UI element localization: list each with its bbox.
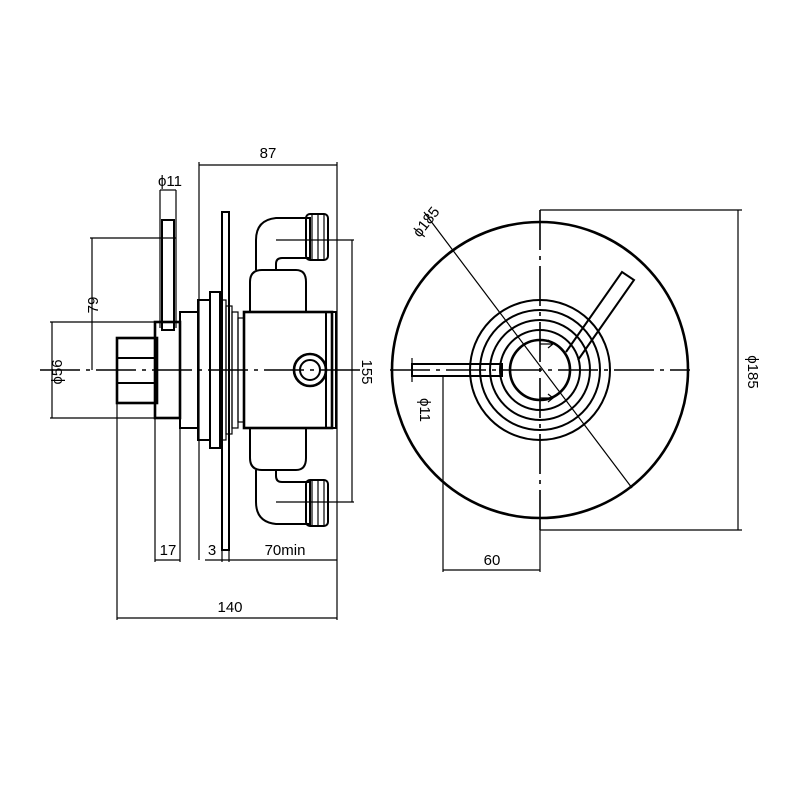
dimension-pin-diameter: ϕ11 [158,173,182,328]
dim-17-label: 17 [160,542,177,559]
upper-elbow [255,217,311,270]
upper-compression-nut [305,213,329,261]
dim-87-label: 87 [260,145,277,162]
side-outlet [292,352,328,388]
lower-elbow-base [249,428,307,471]
dimension-155: 155 [351,240,375,502]
knob-body [115,336,159,405]
wall-plate [221,211,230,551]
dimension-plate-vertical: ϕ185 [540,209,761,531]
lower-elbow [255,470,311,525]
side-view: 87 ϕ11 79 ϕ56 [40,145,375,620]
dimension-140: 140 [116,403,338,620]
dimension-79: 79 [85,237,176,370]
dim-3-label: 3 [208,542,216,559]
hub-arrow-bottom [540,393,554,403]
dim-pin-dia-label: ϕ11 [158,173,182,190]
dim-155-label: 155 [358,359,375,384]
handle-hub [508,338,572,402]
angled-lever [565,270,636,361]
dim-cap-dia-label: ϕ56 [49,359,66,384]
front-view: ϕ185 ϕ185 ϕ11 [390,204,761,572]
lever-pin [161,219,175,331]
upper-elbow-base [249,269,307,312]
dim-79-label: 79 [85,297,102,314]
dim-60-label: 60 [484,552,501,569]
dim-lever-dia-label: ϕ11 [416,398,433,422]
dimension-cap-diameter: ϕ56 [49,321,156,419]
cover-plate [390,220,690,520]
dimension-lever-diameter: ϕ11 [412,375,440,422]
dim-140-label: 140 [217,599,242,616]
dim-70min-label: 70min [265,542,306,559]
dimension-17: 17 [154,418,181,562]
dimension-60: 60 [442,376,541,572]
dim-plate-diag-label: ϕ185 [409,204,443,241]
lower-compression-nut [305,479,329,527]
rosette-outer [469,299,611,441]
dim-plate-vert-label: ϕ185 [744,355,761,388]
dimension-70min: 3 70min [205,540,337,562]
hub-arrow-top [540,339,554,349]
valve-body [242,310,334,430]
